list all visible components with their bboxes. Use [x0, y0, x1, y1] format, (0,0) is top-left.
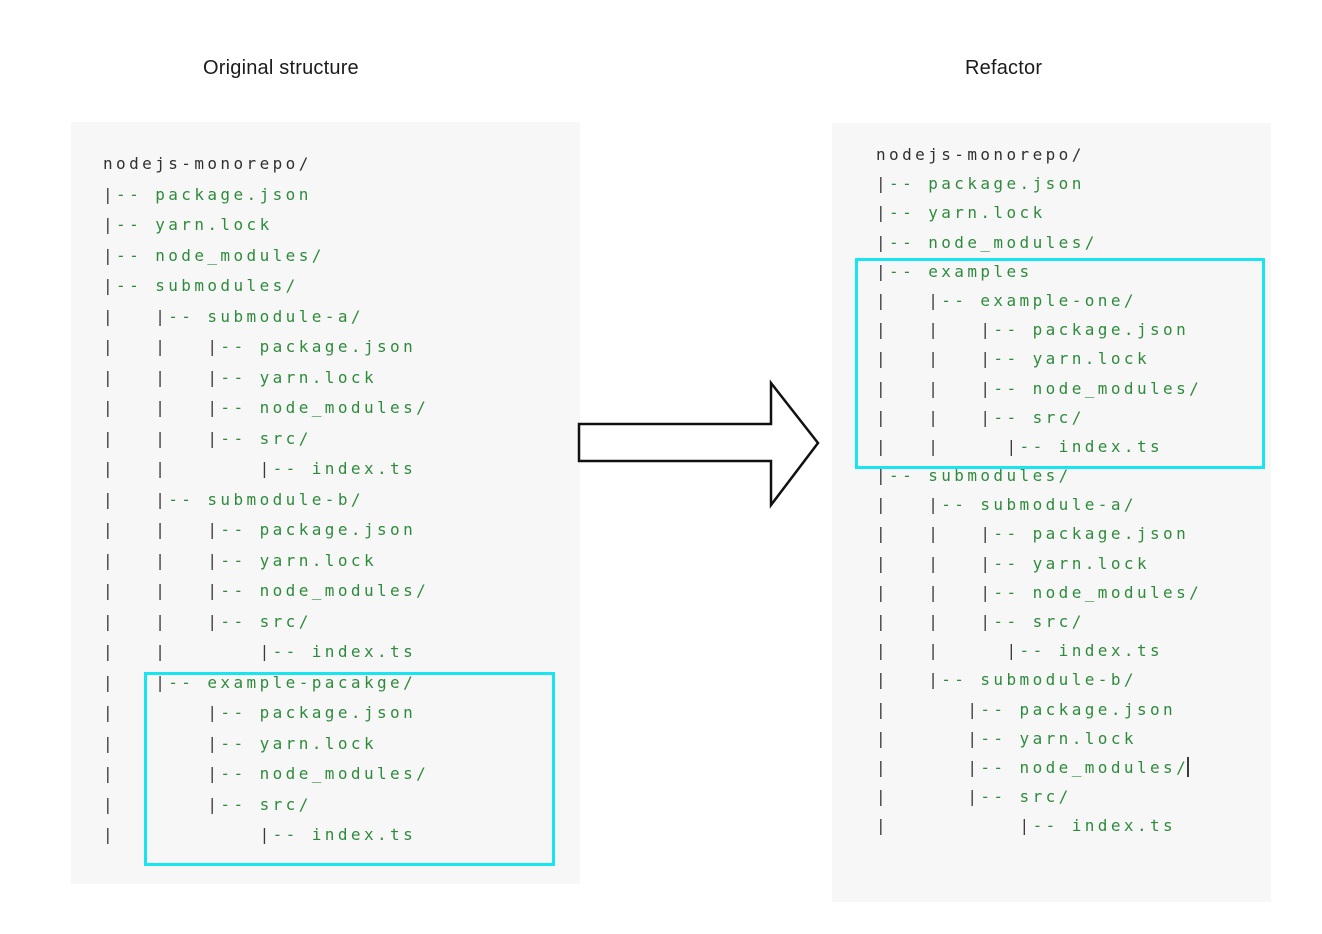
tree-line: |-- package.json — [876, 174, 1085, 194]
tree-line: |-- submodules/ — [876, 466, 1072, 486]
tree-line: | | |-- package.json — [876, 524, 1190, 544]
tree-line: | |-- submodule-a/ — [876, 495, 1137, 515]
tree-line: | |-- src/ — [876, 787, 1072, 807]
tree-line: | |-- example-one/ — [876, 290, 1137, 310]
tree-root-line: nodejs-monorepo/ — [876, 145, 1085, 164]
tree-line: |-- package.json — [103, 184, 312, 204]
file-tree-refactor: nodejs-monorepo/ |-- package.json |-- yarn… — [832, 123, 1271, 841]
tree-line: | | |-- src/ — [103, 611, 312, 631]
tree-line: | | |-- src/ — [876, 612, 1085, 631]
tree-line: | | |-- yarn.lock — [876, 349, 1150, 369]
arrow-right-icon — [577, 379, 820, 509]
original-structure-panel: nodejs-monorepo/ |-- package.json |-- yarn… — [71, 122, 580, 884]
tree-line: | | |-- src/ — [876, 407, 1085, 427]
tree-line: | |-- package.json — [876, 699, 1177, 719]
tree-line: | | |-- package.json — [103, 337, 417, 356]
tree-line: |-- examples — [876, 261, 1033, 281]
tree-line: | | |-- package.json — [876, 320, 1190, 340]
refactor-title: Refactor — [965, 57, 1043, 79]
tree-line: | |-- yarn.lock — [103, 733, 377, 753]
tree-line: | |-- submodule-b/ — [876, 670, 1137, 690]
tree-line: | |-- example-pacakge/ — [103, 672, 417, 692]
tree-line: | |-- yarn.lock — [876, 728, 1137, 748]
tree-line: | | |-- yarn.lock — [103, 550, 377, 570]
tree-line: | | |-- src/ — [103, 428, 312, 448]
tree-line: |-- node_modules/ — [103, 245, 325, 265]
tree-line: | |-- node_modules/ — [103, 764, 430, 783]
tree-line: | |-- index.ts — [103, 825, 417, 844]
tree-line: | | |-- node_modules/ — [103, 581, 430, 600]
tree-root-line: nodejs-monorepo/ — [103, 154, 312, 173]
tree-line: | | |-- package.json — [103, 520, 417, 539]
tree-line: | | |-- index.ts — [103, 642, 417, 661]
tree-line: | |-- submodule-b/ — [103, 489, 364, 509]
tree-line: |-- node_modules/ — [876, 232, 1098, 252]
tree-line: | |-- package.json — [103, 703, 417, 722]
tree-line: | |-- index.ts — [876, 816, 1177, 836]
tree-line: | | |-- yarn.lock — [103, 367, 377, 387]
file-tree-original: nodejs-monorepo/ |-- package.json |-- yarn… — [71, 122, 580, 851]
tree-line: |-- yarn.lock — [103, 215, 273, 234]
tree-line: |-- yarn.lock — [876, 203, 1046, 223]
original-structure-title: Original structure — [203, 57, 359, 79]
tree-line: | | |-- node_modules/ — [103, 398, 430, 417]
tree-line: | | |-- index.ts — [103, 459, 417, 478]
text-cursor — [1186, 756, 1190, 777]
tree-line: | |-- submodule-a/ — [103, 306, 364, 326]
tree-line: | | |-- yarn.lock — [876, 553, 1150, 573]
tree-line: | | |-- node_modules/ — [876, 582, 1203, 602]
tree-line: | | |-- node_modules/ — [876, 378, 1203, 398]
tree-line: | |-- node_modules/ — [876, 756, 1190, 777]
tree-line: | | |-- index.ts — [876, 436, 1164, 456]
tree-line: | |-- src/ — [103, 794, 312, 814]
tree-line: | | |-- index.ts — [876, 641, 1164, 661]
refactor-panel: nodejs-monorepo/ |-- package.json |-- yarn… — [832, 123, 1271, 902]
tree-line: |-- submodules/ — [103, 276, 299, 295]
